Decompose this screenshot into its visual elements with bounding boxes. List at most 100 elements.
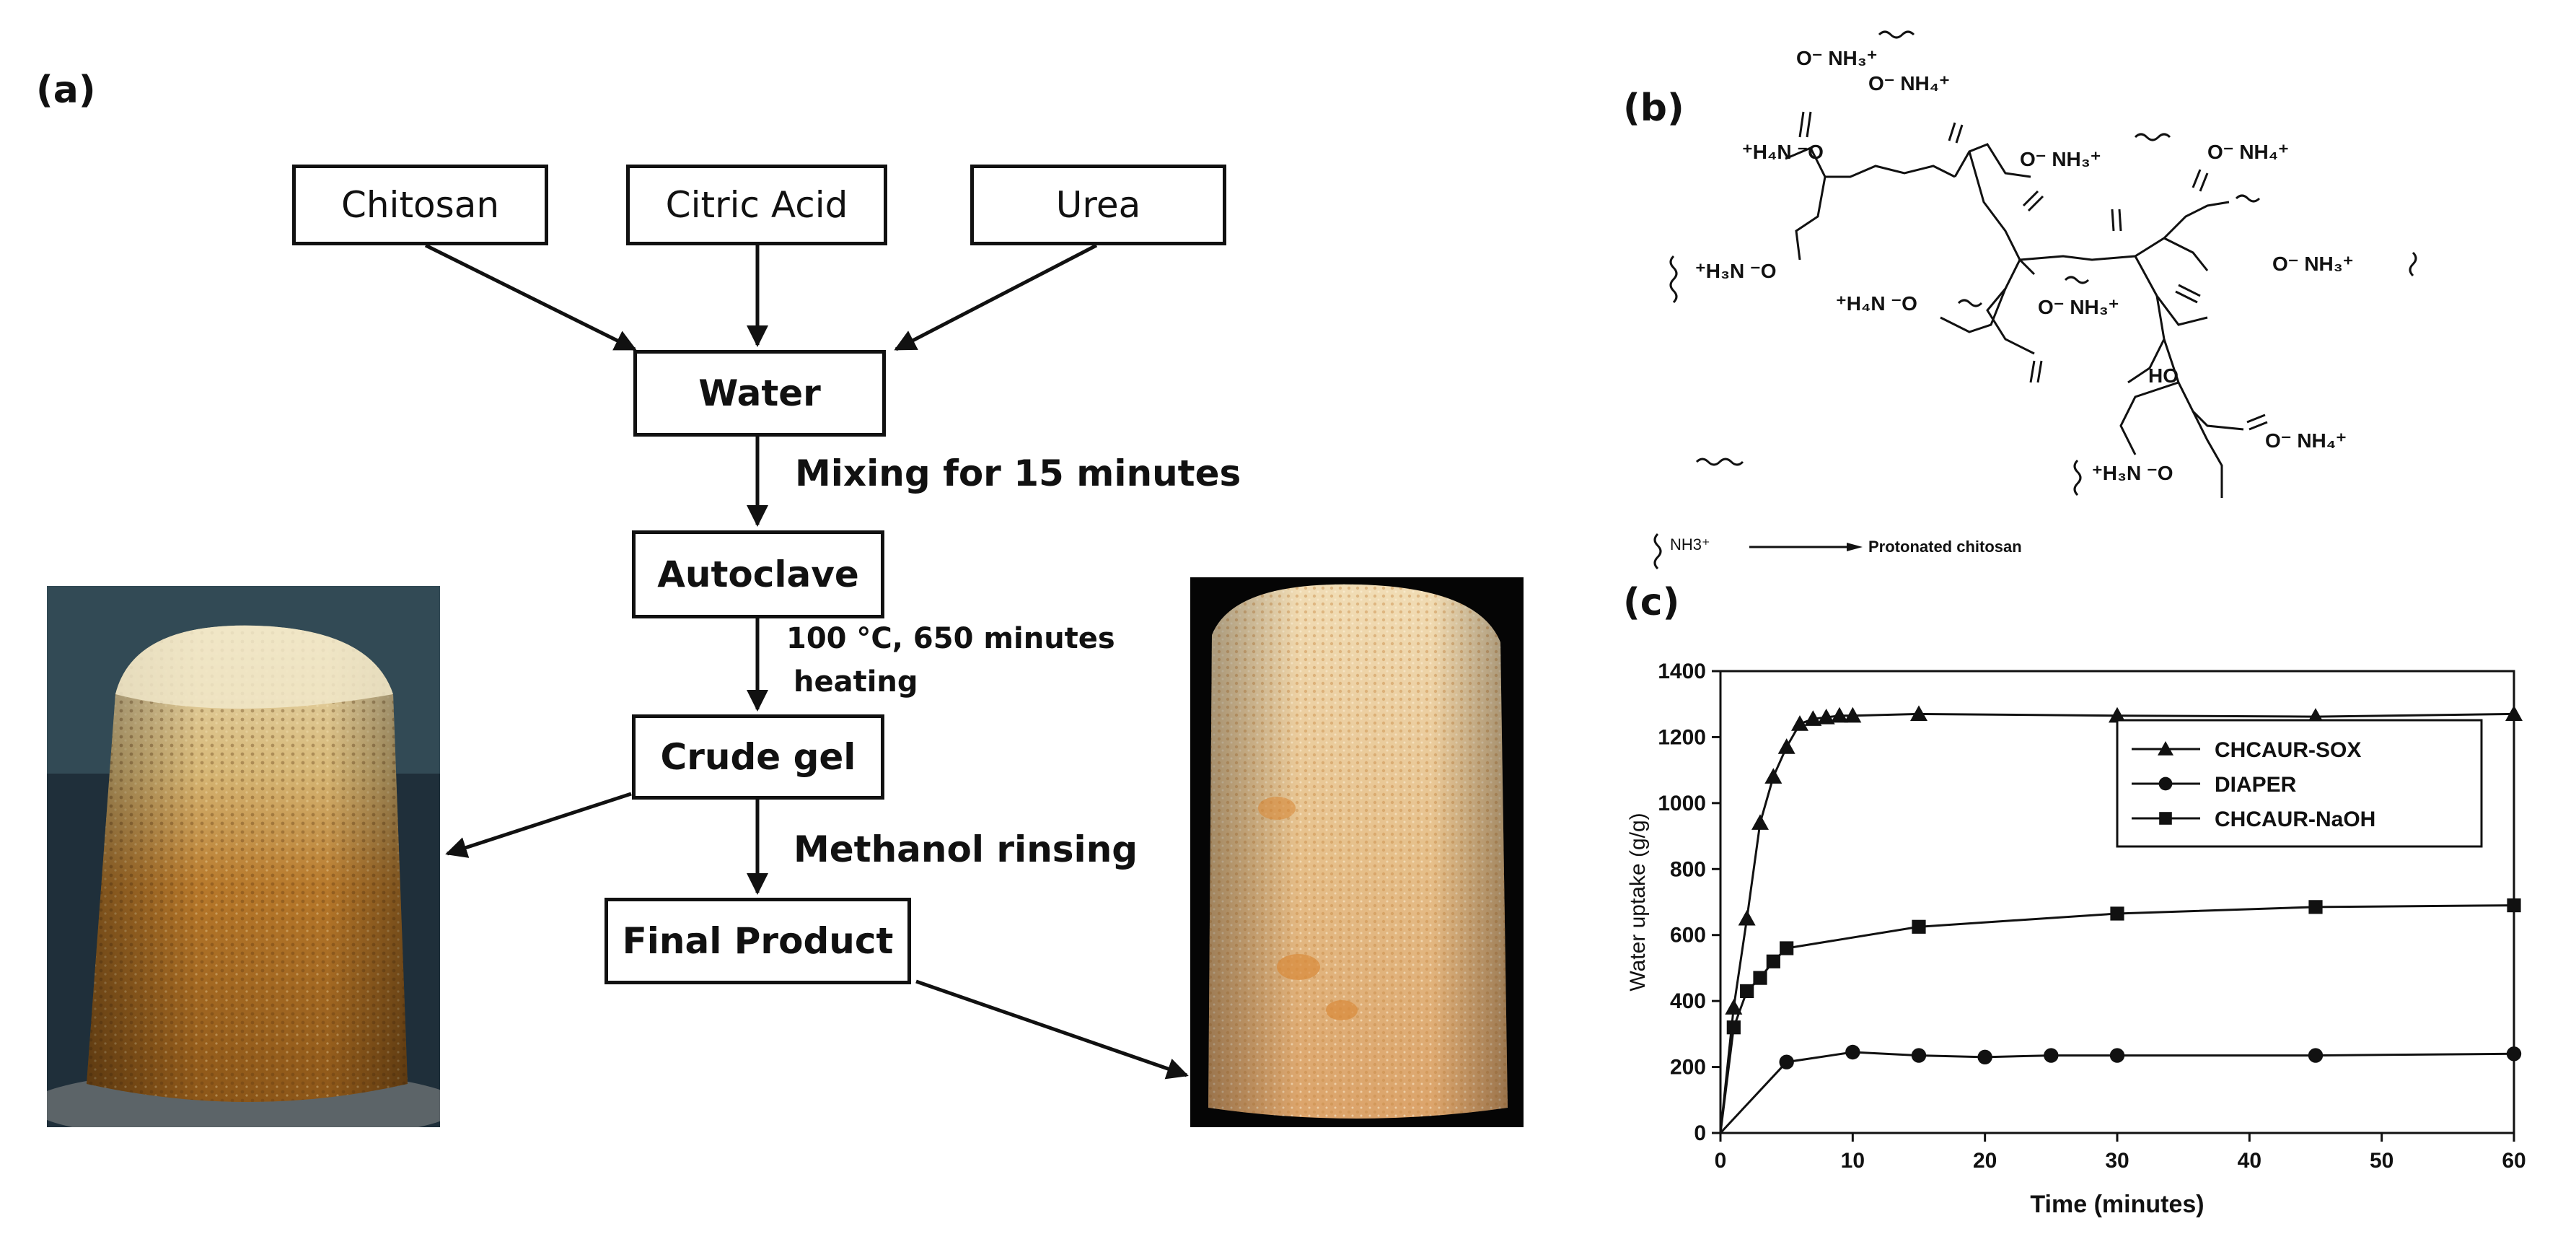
- double-bond: [2029, 360, 2043, 383]
- box-autoclave: Autoclave: [632, 530, 884, 618]
- ion-label: ⁺H₃N ⁻O: [1695, 260, 1777, 282]
- double-bond: [2246, 413, 2268, 431]
- data-point-chcaur-sox: [1804, 710, 1822, 726]
- x-axis-label: Time (minutes): [2030, 1191, 2204, 1218]
- ion-label: O⁻ NH₃⁺: [2272, 253, 2354, 275]
- double-bond: [2022, 190, 2044, 212]
- double-bond: [2192, 169, 2209, 192]
- data-point-chcaur-sox: [1817, 709, 1835, 725]
- structure-legend-symbol: NH3⁺: [1670, 535, 1710, 553]
- step-label-methanol: Methanol rinsing: [794, 828, 1138, 870]
- ion-label: ⁺H₄N ⁻O: [1836, 292, 1917, 315]
- x-tick-label: 30: [2105, 1149, 2129, 1173]
- panel-label-a: (a): [36, 69, 96, 112]
- x-tick-label: 0: [1715, 1149, 1727, 1173]
- y-tick-label: 1000: [1658, 792, 1706, 815]
- legend-label: DIAPER: [2215, 773, 2297, 797]
- backbone-bond: [1953, 143, 2031, 178]
- data-point-diaper: [1911, 1048, 1927, 1063]
- arrow-chitosan-water: [424, 243, 637, 351]
- wavy-bond: [2134, 133, 2171, 141]
- crude-gel-photo: [47, 586, 440, 1127]
- box-final-product: Final Product: [605, 898, 911, 984]
- ion-label: O⁻ NH₃⁺: [2038, 296, 2119, 318]
- backbone-bond: [1986, 259, 2035, 355]
- legend-marker: [2158, 741, 2173, 756]
- wavy-bond: [1669, 255, 1678, 304]
- input-box-urea: Urea: [970, 165, 1226, 245]
- data-point-diaper: [1977, 1049, 1992, 1065]
- data-point-chcaur-sox: [2505, 705, 2523, 722]
- backbone-bond: [2163, 201, 2230, 240]
- crude-gel-illustration: [47, 586, 440, 1127]
- y-axis-label: Water uptake (g/g): [1626, 813, 1650, 991]
- y-tick-label: 800: [1670, 857, 1706, 881]
- x-tick-label: 10: [1841, 1149, 1865, 1173]
- backbone-bond: [2019, 255, 2136, 261]
- final-product-photo: [1190, 577, 1524, 1127]
- data-point-chcaur-sox: [1831, 706, 1848, 723]
- data-point-diaper: [2308, 1048, 2324, 1063]
- ion-label: O⁻ NH₄⁺: [2207, 141, 2289, 163]
- x-tick-label: 60: [2502, 1149, 2526, 1173]
- data-point-diaper: [1779, 1054, 1794, 1069]
- y-tick-label: 600: [1670, 924, 1706, 948]
- y-tick-label: 200: [1670, 1056, 1706, 1080]
- chemical-structure: O⁻ NH₄⁺ O⁻ NH₃⁺ ⁺H₄N ⁻O O⁻ NH₃⁺ ⁺H₃N ⁻O …: [1653, 30, 2417, 570]
- data-point-chcaur-sox: [1910, 705, 1927, 722]
- backbone-bond: [2127, 295, 2166, 384]
- x-tick-label: 40: [2238, 1149, 2261, 1173]
- ion-label: ⁺H₃N ⁻O: [2092, 462, 2173, 484]
- step-label-heat-2: heating: [794, 665, 918, 699]
- legend-label: CHCAUR-SOX: [2215, 738, 2361, 762]
- wavy-bond: [2064, 276, 2090, 284]
- double-bond: [2175, 284, 2201, 304]
- structure-legend: NH3⁺ Protonated chitosan: [1653, 533, 2022, 570]
- double-bond: [1798, 111, 1812, 138]
- legend-marker: [2158, 776, 2173, 791]
- double-bond: [1948, 122, 1964, 144]
- data-point-chcaur-sox: [1777, 738, 1795, 754]
- backbone-bond: [2119, 381, 2179, 455]
- structure-legend-text: Protonated chitosan: [1868, 538, 2022, 556]
- ion-label: O⁻ NH₃⁺: [2020, 148, 2101, 170]
- data-point-chcaur-naoh: [1780, 941, 1794, 955]
- data-point-diaper: [2506, 1046, 2522, 1062]
- final-product-illustration: [1190, 577, 1524, 1127]
- panel-label-b: (b): [1623, 87, 1684, 130]
- ion-label: HO: [2148, 364, 2179, 387]
- ion-label: ⁺H₄N ⁻O: [1742, 141, 1824, 163]
- arrow-final-photo2: [915, 979, 1189, 1080]
- box-water: Water: [633, 350, 886, 437]
- backbone-bond: [2134, 255, 2208, 326]
- step-label-mixing: Mixing for 15 minutes: [795, 452, 1241, 494]
- legend-marker: [2159, 812, 2172, 825]
- box-crude-gel: Crude gel: [632, 714, 884, 800]
- data-point-chcaur-naoh: [2110, 906, 2124, 921]
- data-point-chcaur-sox: [1725, 999, 1743, 1015]
- data-point-chcaur-sox: [1844, 706, 1862, 723]
- backbone-bond: [1795, 176, 1827, 261]
- ion-label: O⁻ NH₄⁺: [1868, 72, 1950, 95]
- x-tick-label: 50: [2370, 1149, 2393, 1173]
- y-tick-label: 400: [1670, 989, 1706, 1013]
- data-point-diaper: [2109, 1048, 2125, 1063]
- input-box-chitosan: Chitosan: [292, 165, 548, 245]
- data-point-chcaur-naoh: [1766, 954, 1780, 968]
- wavy-bond: [1878, 30, 1915, 39]
- data-point-chcaur-sox: [1764, 768, 1782, 784]
- ion-label: O⁻ NH₃⁺: [1796, 47, 1878, 69]
- panel-label-c: (c): [1623, 581, 1680, 624]
- ion-label: O⁻ NH₄⁺: [2265, 429, 2347, 452]
- data-point-chcaur-naoh: [2507, 898, 2521, 913]
- y-tick-label: 0: [1694, 1121, 1706, 1145]
- y-tick-label: 1400: [1658, 660, 1706, 683]
- wavy-bond: [1957, 299, 1983, 307]
- data-point-chcaur-naoh: [1912, 919, 1926, 934]
- wavy-bond: [1695, 458, 1744, 466]
- backbone-bond: [1785, 146, 1956, 178]
- data-point-chcaur-naoh: [1740, 984, 1754, 999]
- backbone-bond: [2192, 411, 2223, 498]
- data-point-chcaur-naoh: [1726, 1020, 1741, 1035]
